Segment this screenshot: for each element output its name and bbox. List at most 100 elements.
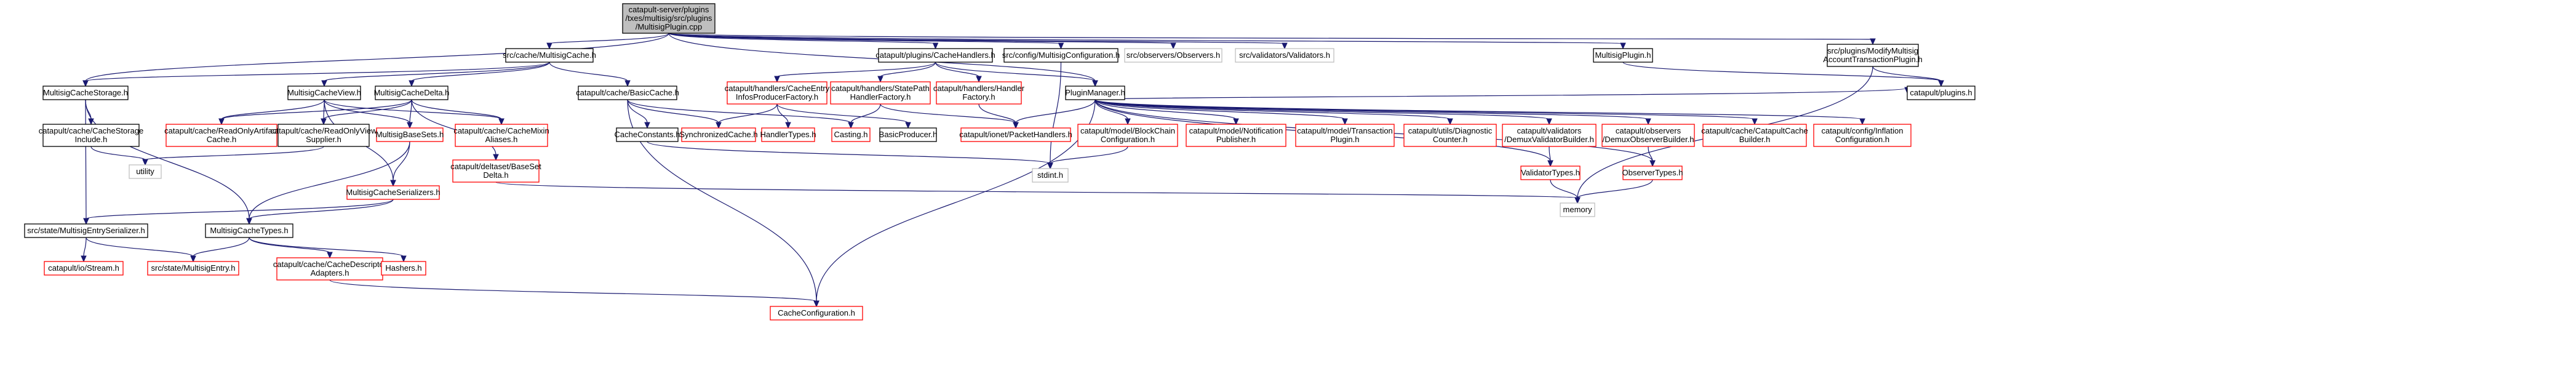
edge-arrowhead	[932, 42, 939, 50]
node-cachehandlers[interactable]: catapult/plugins/CacheHandlers.h	[875, 48, 995, 63]
node-iostream[interactable]: catapult/io/Stream.h	[44, 261, 124, 276]
node-label-line: catapult/cache/BasicCache.h	[576, 88, 679, 97]
node-casting[interactable]: Casting.h	[831, 127, 871, 142]
node-box	[375, 86, 449, 100]
edge-line	[324, 99, 502, 120]
edge-cachestorage-to-entryserializer	[83, 99, 89, 225]
node-label-line: utility	[136, 167, 154, 176]
node-transactionplugin[interactable]: catapult/model/TransactionPlugin.h	[1295, 124, 1395, 147]
node-cacheview[interactable]: MultisigCacheView.h	[287, 86, 361, 100]
edge-pluginmanager-to-pluginsh	[1095, 87, 1910, 100]
node-label-line: Delta.h	[483, 170, 508, 180]
node-cacheentryinfos[interactable]: catapult/handlers/CacheEntryInfosProduce…	[725, 81, 830, 105]
edge-line	[776, 62, 936, 78]
node-label-line: SynchronizedCache.h	[679, 130, 757, 139]
edge-arrowhead	[246, 218, 252, 225]
edge-arrowhead	[1859, 118, 1865, 126]
node-multisigconfig[interactable]: src/config/MultisigConfiguration.h	[1002, 48, 1120, 63]
node-label-line: catapult/io/Stream.h	[48, 263, 119, 273]
node-cacheconstants[interactable]: CacheConstants.h	[615, 127, 680, 142]
node-handlertypes[interactable]: HandlerTypes.h	[760, 127, 816, 142]
node-box	[1235, 48, 1334, 63]
edge-line	[193, 237, 250, 257]
edge-line	[1549, 146, 1551, 162]
edge-multisigcache-to-cachedelta	[409, 62, 550, 87]
node-label-line: catapult/handlers/CacheEntry	[725, 84, 830, 93]
node-label-line: Factory.h	[962, 92, 995, 102]
edge-arrowhead	[390, 180, 396, 187]
edge-cacheview-to-multisigbasesets	[324, 99, 413, 129]
node-hashers[interactable]: Hashers.h	[381, 261, 426, 276]
edge-line	[1648, 146, 1653, 162]
node-statepath[interactable]: catapult/handlers/StatePathHandlerFactor…	[830, 81, 931, 105]
node-synchronizedcache[interactable]: SynchronizedCache.h	[679, 127, 758, 142]
edge-blockchainconfig-to-stdint	[1047, 146, 1128, 170]
edge-demuxobserver-to-observertypes	[1648, 146, 1656, 167]
node-cacheconfiguration[interactable]: CacheConfiguration.h	[770, 306, 863, 321]
edge-line	[1095, 87, 1908, 100]
node-cachetypes[interactable]: MultisigCacheTypes.h	[205, 223, 293, 238]
edge-multisigcache-to-cacheview	[321, 62, 550, 87]
node-entryserializer[interactable]: src/state/MultisigEntrySerializer.h	[24, 223, 148, 238]
node-packethandlers[interactable]: catapult/ionet/PacketHandlers.h	[959, 127, 1072, 142]
node-root[interactable]: catapult-server/plugins/txes/multisig/sr…	[622, 3, 716, 34]
edge-line	[1095, 99, 1755, 120]
node-basicproducer[interactable]: BasicProducer.h	[879, 127, 938, 142]
node-label-line: /DemuxValidatorBuilder.h	[1504, 135, 1594, 144]
node-multisigplugin[interactable]: MultisigPlugin.h	[1593, 48, 1653, 63]
node-observertypes[interactable]: ObserverTypes.h	[1622, 166, 1683, 180]
node-label-line: ObserverTypes.h	[1622, 168, 1683, 177]
node-label-line: src/state/MultisigEntry.h	[151, 263, 235, 273]
node-cachestorage[interactable]: MultisigCacheStorage.h	[42, 86, 129, 100]
node-pluginmanager[interactable]: PluginManager.h	[1065, 86, 1125, 100]
edge-line	[249, 141, 410, 220]
node-multisigentry[interactable]: src/state/MultisigEntry.h	[147, 261, 239, 276]
edge-cachedelta-to-readonlyviewsupplier	[321, 99, 412, 126]
node-demuxvalidator[interactable]: catapult/validators/DemuxValidatorBuilde…	[1502, 124, 1597, 147]
edge-arrowhead	[493, 154, 499, 161]
node-multisigcache[interactable]: src/cache/MultisigCache.h	[503, 48, 596, 63]
edge-line	[549, 33, 669, 44]
node-label-line: catapult/ionet/PacketHandlers.h	[959, 130, 1072, 139]
node-box	[578, 86, 677, 100]
node-handlerfactory[interactable]: catapult/handlers/HandlerFactory.h	[933, 81, 1025, 105]
edge-arrowhead	[1058, 42, 1064, 50]
node-basiccache[interactable]: catapult/cache/BasicCache.h	[576, 86, 679, 100]
node-demuxobserver[interactable]: catapult/observers/DemuxObserverBuilder.…	[1601, 124, 1695, 147]
node-modifymultisig[interactable]: src/plugins/ModifyMultisigAccountTransac…	[1823, 44, 1923, 67]
node-multisigserializers[interactable]: MultisigCacheSerializers.h	[346, 185, 441, 200]
edge-line	[1550, 179, 1578, 199]
node-pluginsh[interactable]: catapult/plugins.h	[1907, 86, 1976, 100]
node-label-line: CacheConstants.h	[615, 130, 680, 139]
edge-arrowhead	[1013, 122, 1019, 129]
edge-cachehandlers-to-handlerfactory	[935, 62, 982, 83]
node-box	[1003, 48, 1119, 63]
node-label-line: Include.h	[75, 135, 108, 144]
edge-multisigserializers-to-cachetypes	[246, 199, 394, 225]
node-label-line: src/config/MultisigConfiguration.h	[1002, 50, 1120, 60]
node-validatortypes[interactable]: ValidatorTypes.h	[1520, 166, 1581, 180]
node-memory: memory	[1560, 202, 1595, 217]
node-label-line: catapult/handlers/Handler	[933, 84, 1025, 93]
edge-line	[627, 99, 851, 124]
edge-line	[324, 62, 550, 82]
node-multisigbasesets[interactable]: MultisigBaseSets.h	[376, 127, 444, 142]
edge-line	[221, 99, 412, 120]
edge-line	[880, 103, 1016, 124]
edge-arrowhead	[1574, 197, 1581, 204]
node-cachedelta[interactable]: MultisigCacheDelta.h	[374, 86, 450, 100]
node-validators: src/validators/Validators.h	[1235, 48, 1334, 63]
edge-cacheview-to-cachemixinaliases	[324, 99, 504, 126]
